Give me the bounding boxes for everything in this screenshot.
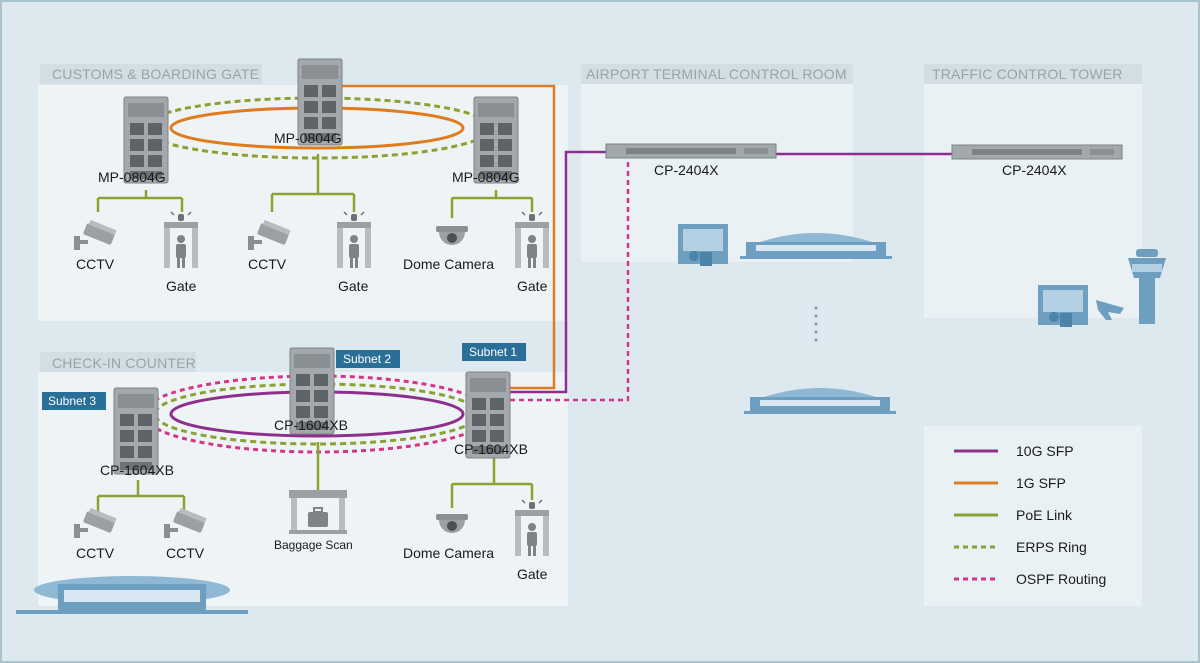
label-checkin-cctv-1: CCTV <box>76 545 115 561</box>
label-cp-2404x-terminal: CP-2404X <box>654 162 719 178</box>
airport-building-icon <box>16 576 248 614</box>
label-mp-0804g-center: MP-0804G <box>274 130 342 146</box>
ospf-route-terminal <box>510 160 630 402</box>
legend-label: ERPS Ring <box>1016 539 1087 555</box>
label-cp-1604xb-left: CP-1604XB <box>100 462 174 478</box>
subnet-badge: Subnet 1 <box>462 343 526 361</box>
subnet-badge: Subnet 2 <box>336 350 400 368</box>
label-customs-cctv-2: CCTV <box>248 256 287 272</box>
more-terminals-dots <box>814 306 818 342</box>
zone-panel-tower <box>924 84 1142 318</box>
uplink-1g-sfp <box>338 84 556 390</box>
zone-title-terminal: AIRPORT TERMINAL CONTROL ROOM <box>586 66 847 82</box>
legend-label: PoE Link <box>1016 507 1073 523</box>
subnet-badge: Subnet 3 <box>42 392 106 410</box>
label-checkin-baggage: Baggage Scan <box>274 538 353 552</box>
legend-label: 1G SFP <box>1016 475 1066 491</box>
switch-cp-2404x-terminal[interactable] <box>605 143 777 159</box>
control-tower-icon <box>1128 249 1166 324</box>
control-room-icon <box>678 224 728 266</box>
zone-title-tower: TRAFFIC CONTROL TOWER <box>932 66 1123 82</box>
label-mp-0804g-left: MP-0804G <box>98 169 166 185</box>
subnet-3-label: Subnet 3 <box>48 394 96 408</box>
label-checkin-cctv-2: CCTV <box>166 545 205 561</box>
label-customs-gate-2: Gate <box>338 278 369 294</box>
label-cp-1604xb-center: CP-1604XB <box>274 417 348 433</box>
airplane-icon <box>1096 300 1124 320</box>
terminal-building-icon <box>744 388 896 414</box>
label-mp-0804g-right: MP-0804G <box>452 169 520 185</box>
label-cp-1604xb-right: CP-1604XB <box>454 441 528 457</box>
zone-title-checkin: CHECK-IN COUNTER <box>52 355 196 371</box>
zone-title-customs: CUSTOMS & BOARDING GATE <box>52 66 259 82</box>
label-checkin-dome: Dome Camera <box>403 545 494 561</box>
subnet-1-label: Subnet 1 <box>469 345 517 359</box>
label-customs-gate-3: Gate <box>517 278 548 294</box>
label-customs-cctv-1: CCTV <box>76 256 115 272</box>
label-cp-2404x-tower: CP-2404X <box>1002 162 1067 178</box>
switch-cp-2404x-tower[interactable] <box>951 144 1123 160</box>
uplink-10g-terminal <box>510 150 608 394</box>
label-customs-gate-1: Gate <box>166 278 197 294</box>
label-customs-dome: Dome Camera <box>403 256 494 272</box>
legend-label: 10G SFP <box>1016 443 1074 459</box>
subnet-2-label: Subnet 2 <box>343 352 391 366</box>
control-room-icon <box>1038 285 1088 327</box>
legend-label: OSPF Routing <box>1016 571 1106 587</box>
label-checkin-gate: Gate <box>517 566 548 582</box>
